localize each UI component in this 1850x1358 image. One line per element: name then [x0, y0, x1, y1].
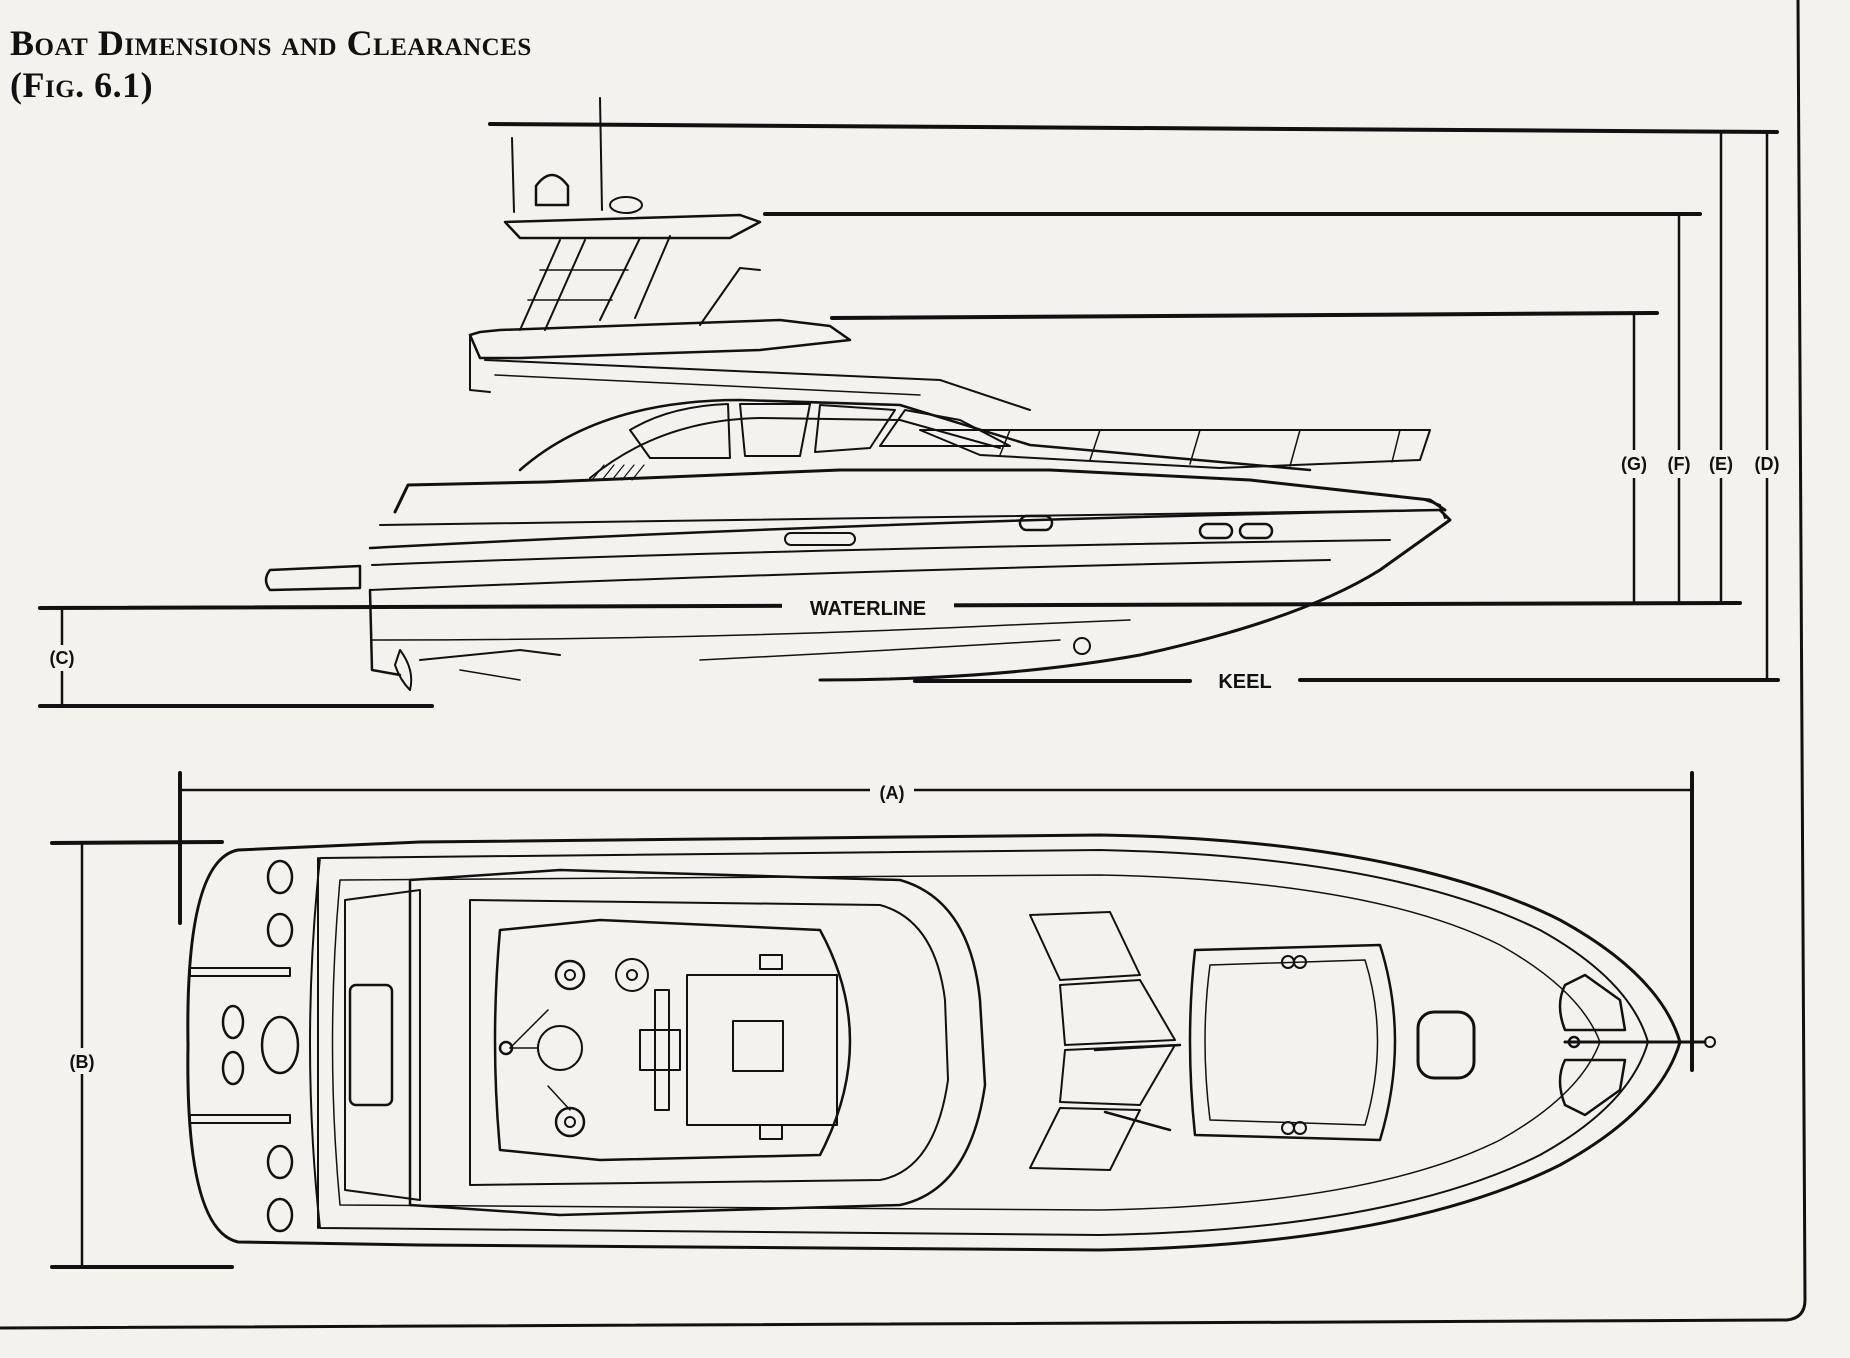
profile-vertical-dimension-lines — [60, 132, 1769, 706]
dimension-d-label: (D) — [1755, 454, 1780, 474]
figure-title-line1: Boat Dimensions and Clearances — [10, 23, 532, 63]
page-border — [0, 0, 1807, 1330]
dimension-b-label: (B) — [70, 1052, 95, 1072]
keel-label: KEEL — [1218, 671, 1271, 693]
dimension-e-label: (E) — [1709, 454, 1733, 474]
dimension-g-label: (G) — [1621, 454, 1647, 474]
dimension-c-label: (C) — [50, 648, 75, 668]
plan-vertical-dimension-lines — [80, 788, 1692, 1267]
figure-title: Boat Dimensions and Clearances (Fig. 6.1… — [10, 22, 532, 106]
dimension-labels: WATERLINE KEEL (A) (B) (C) (D) (E) (F) (… — [40, 450, 1789, 1074]
dimension-f-label: (F) — [1668, 454, 1691, 474]
dimension-a-label: (A) — [880, 783, 905, 803]
boat-profile-view — [264, 97, 1452, 691]
boat-plan-view — [186, 833, 1716, 1252]
figure-title-line2: (Fig. 6.1) — [10, 65, 154, 105]
waterline-label: WATERLINE — [810, 598, 926, 620]
